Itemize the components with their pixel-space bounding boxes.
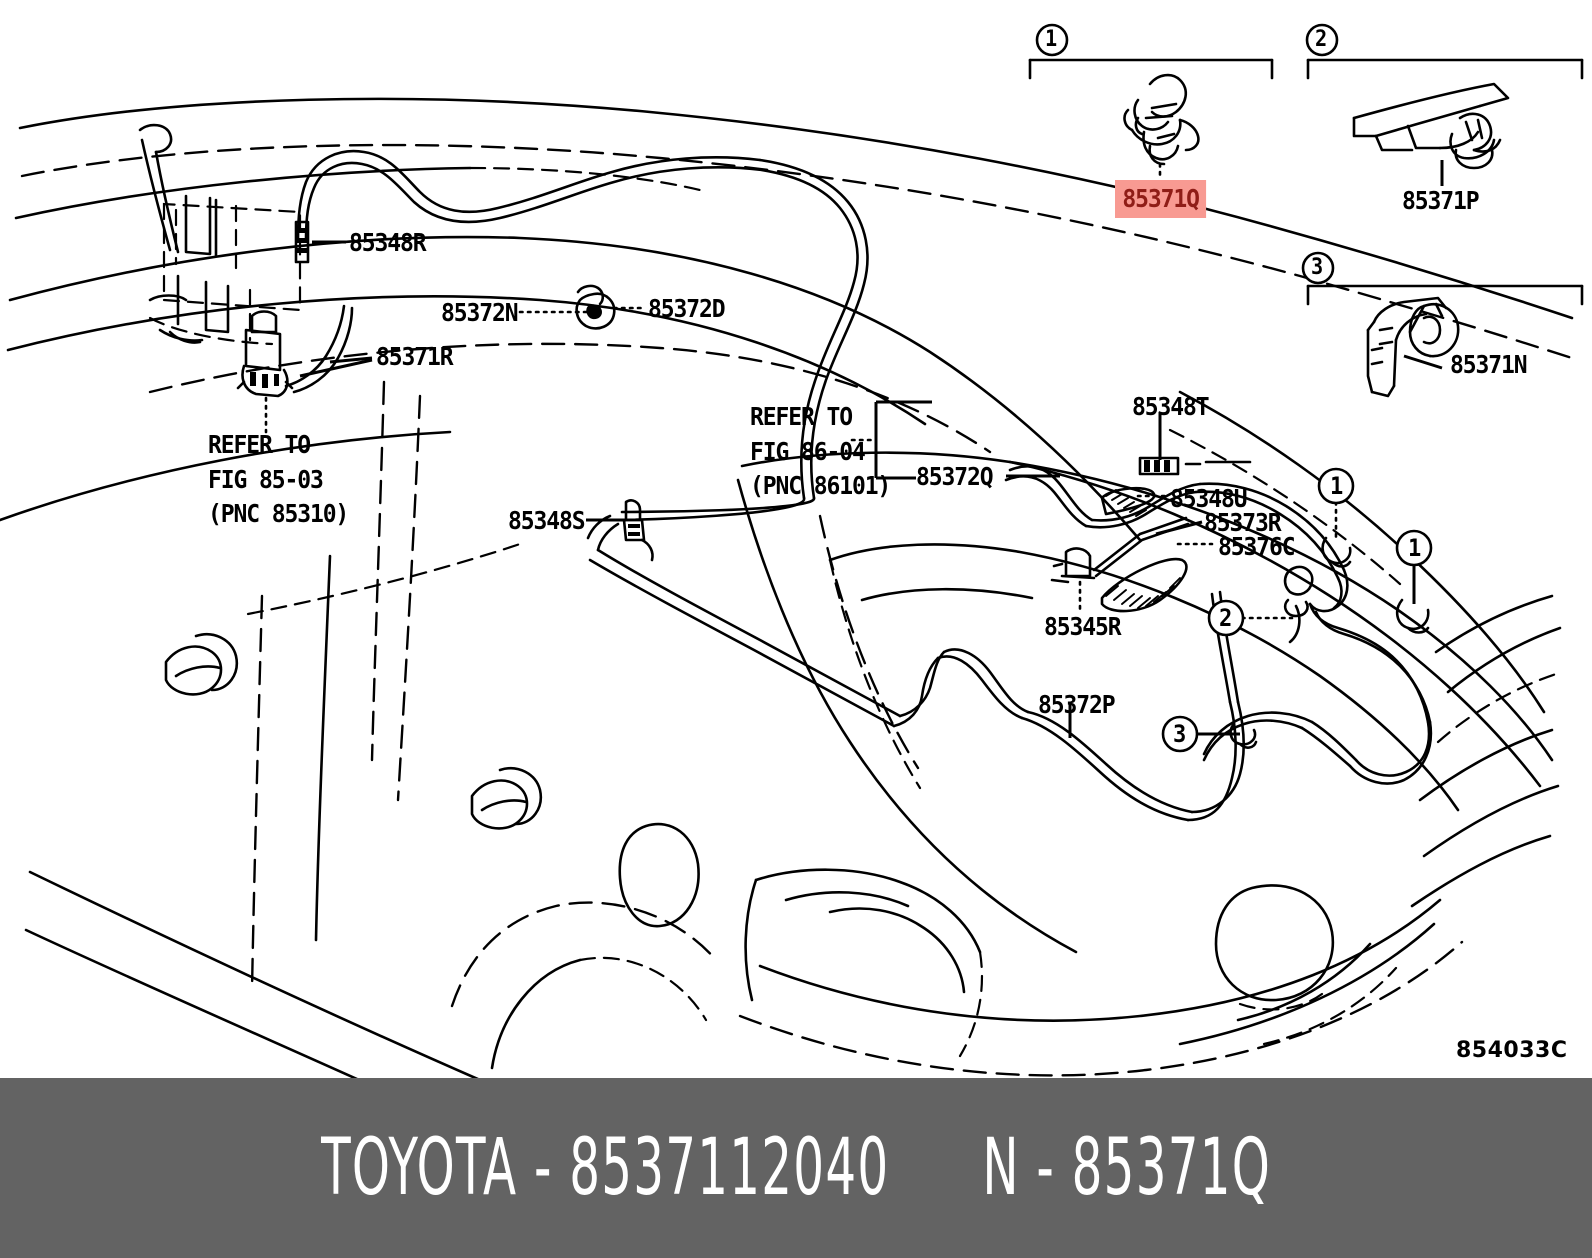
caption-banner: TOYOTA - 8537112040 N - 85371Q: [0, 1078, 1592, 1258]
banner-brand: TOYOTA: [321, 1123, 518, 1213]
callout-number-3: 3: [1311, 255, 1323, 280]
hose-85372P: [588, 548, 1245, 822]
callout-brackets: [1028, 23, 1584, 306]
bumper-lower-right: [1236, 942, 1398, 1046]
body-callout-number-1a: 1: [1330, 472, 1343, 500]
door-handle-left: [164, 633, 239, 696]
washer-tank-assembly: [138, 123, 302, 398]
part-label-85372N: 85372N: [441, 298, 519, 327]
part-label-85371R: 85371R: [376, 342, 454, 371]
pump-hose: [284, 304, 354, 394]
body-callout-circles: [1161, 467, 1433, 753]
part-label-85348T: 85348T: [1132, 392, 1210, 421]
clip-marker-1a: [1321, 536, 1352, 568]
part-label-85348R: 85348R: [349, 228, 427, 257]
leader-lines: [264, 240, 1416, 738]
banner-ref-code: 85371Q: [1071, 1123, 1271, 1213]
part-label-85348U: 85348U: [1170, 484, 1248, 513]
body-callout-number-3: 3: [1173, 720, 1186, 748]
hose-85372N: [296, 149, 869, 522]
rear-bumper-detail: [744, 868, 984, 1058]
coil-85376C: [1100, 557, 1188, 613]
part-label-85376C: 85376C: [1218, 532, 1296, 561]
part-label-85348S: 85348S: [508, 506, 586, 535]
rear-window: [828, 543, 1460, 812]
clip-85348S: [622, 499, 654, 562]
hose-hook: [1288, 604, 1301, 644]
coil-85348U: [1100, 486, 1156, 517]
detail-part-85371P: [1352, 82, 1510, 186]
body-callout-number-1b: 1: [1408, 534, 1421, 562]
detail-part-85371N: [1366, 296, 1460, 398]
license-recess: [1214, 884, 1335, 1011]
banner-separator-2: -: [1019, 1123, 1072, 1213]
part-label-85372D: 85372D: [648, 294, 726, 323]
figure-code: 854033C: [1456, 1038, 1568, 1063]
detail-part-85371Q: [1123, 73, 1200, 180]
tail-lamp-right: [1410, 594, 1562, 908]
part-label-85345R: 85345R: [1044, 612, 1122, 641]
detail-label-85371P: 85371P: [1402, 186, 1480, 215]
callout-number-1: 1: [1045, 27, 1057, 52]
banner-part-number: 8537112040: [569, 1123, 890, 1213]
body-side-curves: [0, 235, 1142, 542]
body-callout-number-2: 2: [1219, 604, 1232, 632]
grommet-85348R: [294, 220, 310, 264]
hose-descending: [586, 514, 620, 552]
rear-wheel-arch: [450, 822, 718, 1070]
clip-marker-1b: [1395, 598, 1430, 634]
detail-label-85371N: 85371N: [1450, 350, 1528, 379]
refer-note-fig-86-04: REFER TO FIG 86-04 (PNC 86101): [750, 402, 891, 500]
detail-label-85371Q-highlighted: 85371Q: [1115, 180, 1207, 218]
part-label-85373R: 85373R: [1204, 508, 1282, 537]
banner-text-group: TOYOTA - 8537112040 N - 85371Q: [321, 1123, 1271, 1213]
clip-marker-3-body: [1229, 722, 1258, 749]
door-handle-right: [470, 767, 543, 830]
banner-separator-1: -: [517, 1123, 570, 1213]
part-label-85372P: 85372P: [1038, 690, 1116, 719]
part-label-85372Q: 85372Q: [916, 462, 994, 491]
roof-outline: [14, 97, 1580, 362]
clip-85345R: [1050, 547, 1096, 584]
callout-number-2: 2: [1315, 27, 1327, 52]
refer-note-fig-85-03: REFER TO FIG 85-03 (PNC 85310): [208, 430, 349, 528]
clip-marker-2-body: [1283, 565, 1314, 618]
banner-prefix: N: [982, 1123, 1020, 1213]
grommet-85348T: [1138, 456, 1252, 476]
